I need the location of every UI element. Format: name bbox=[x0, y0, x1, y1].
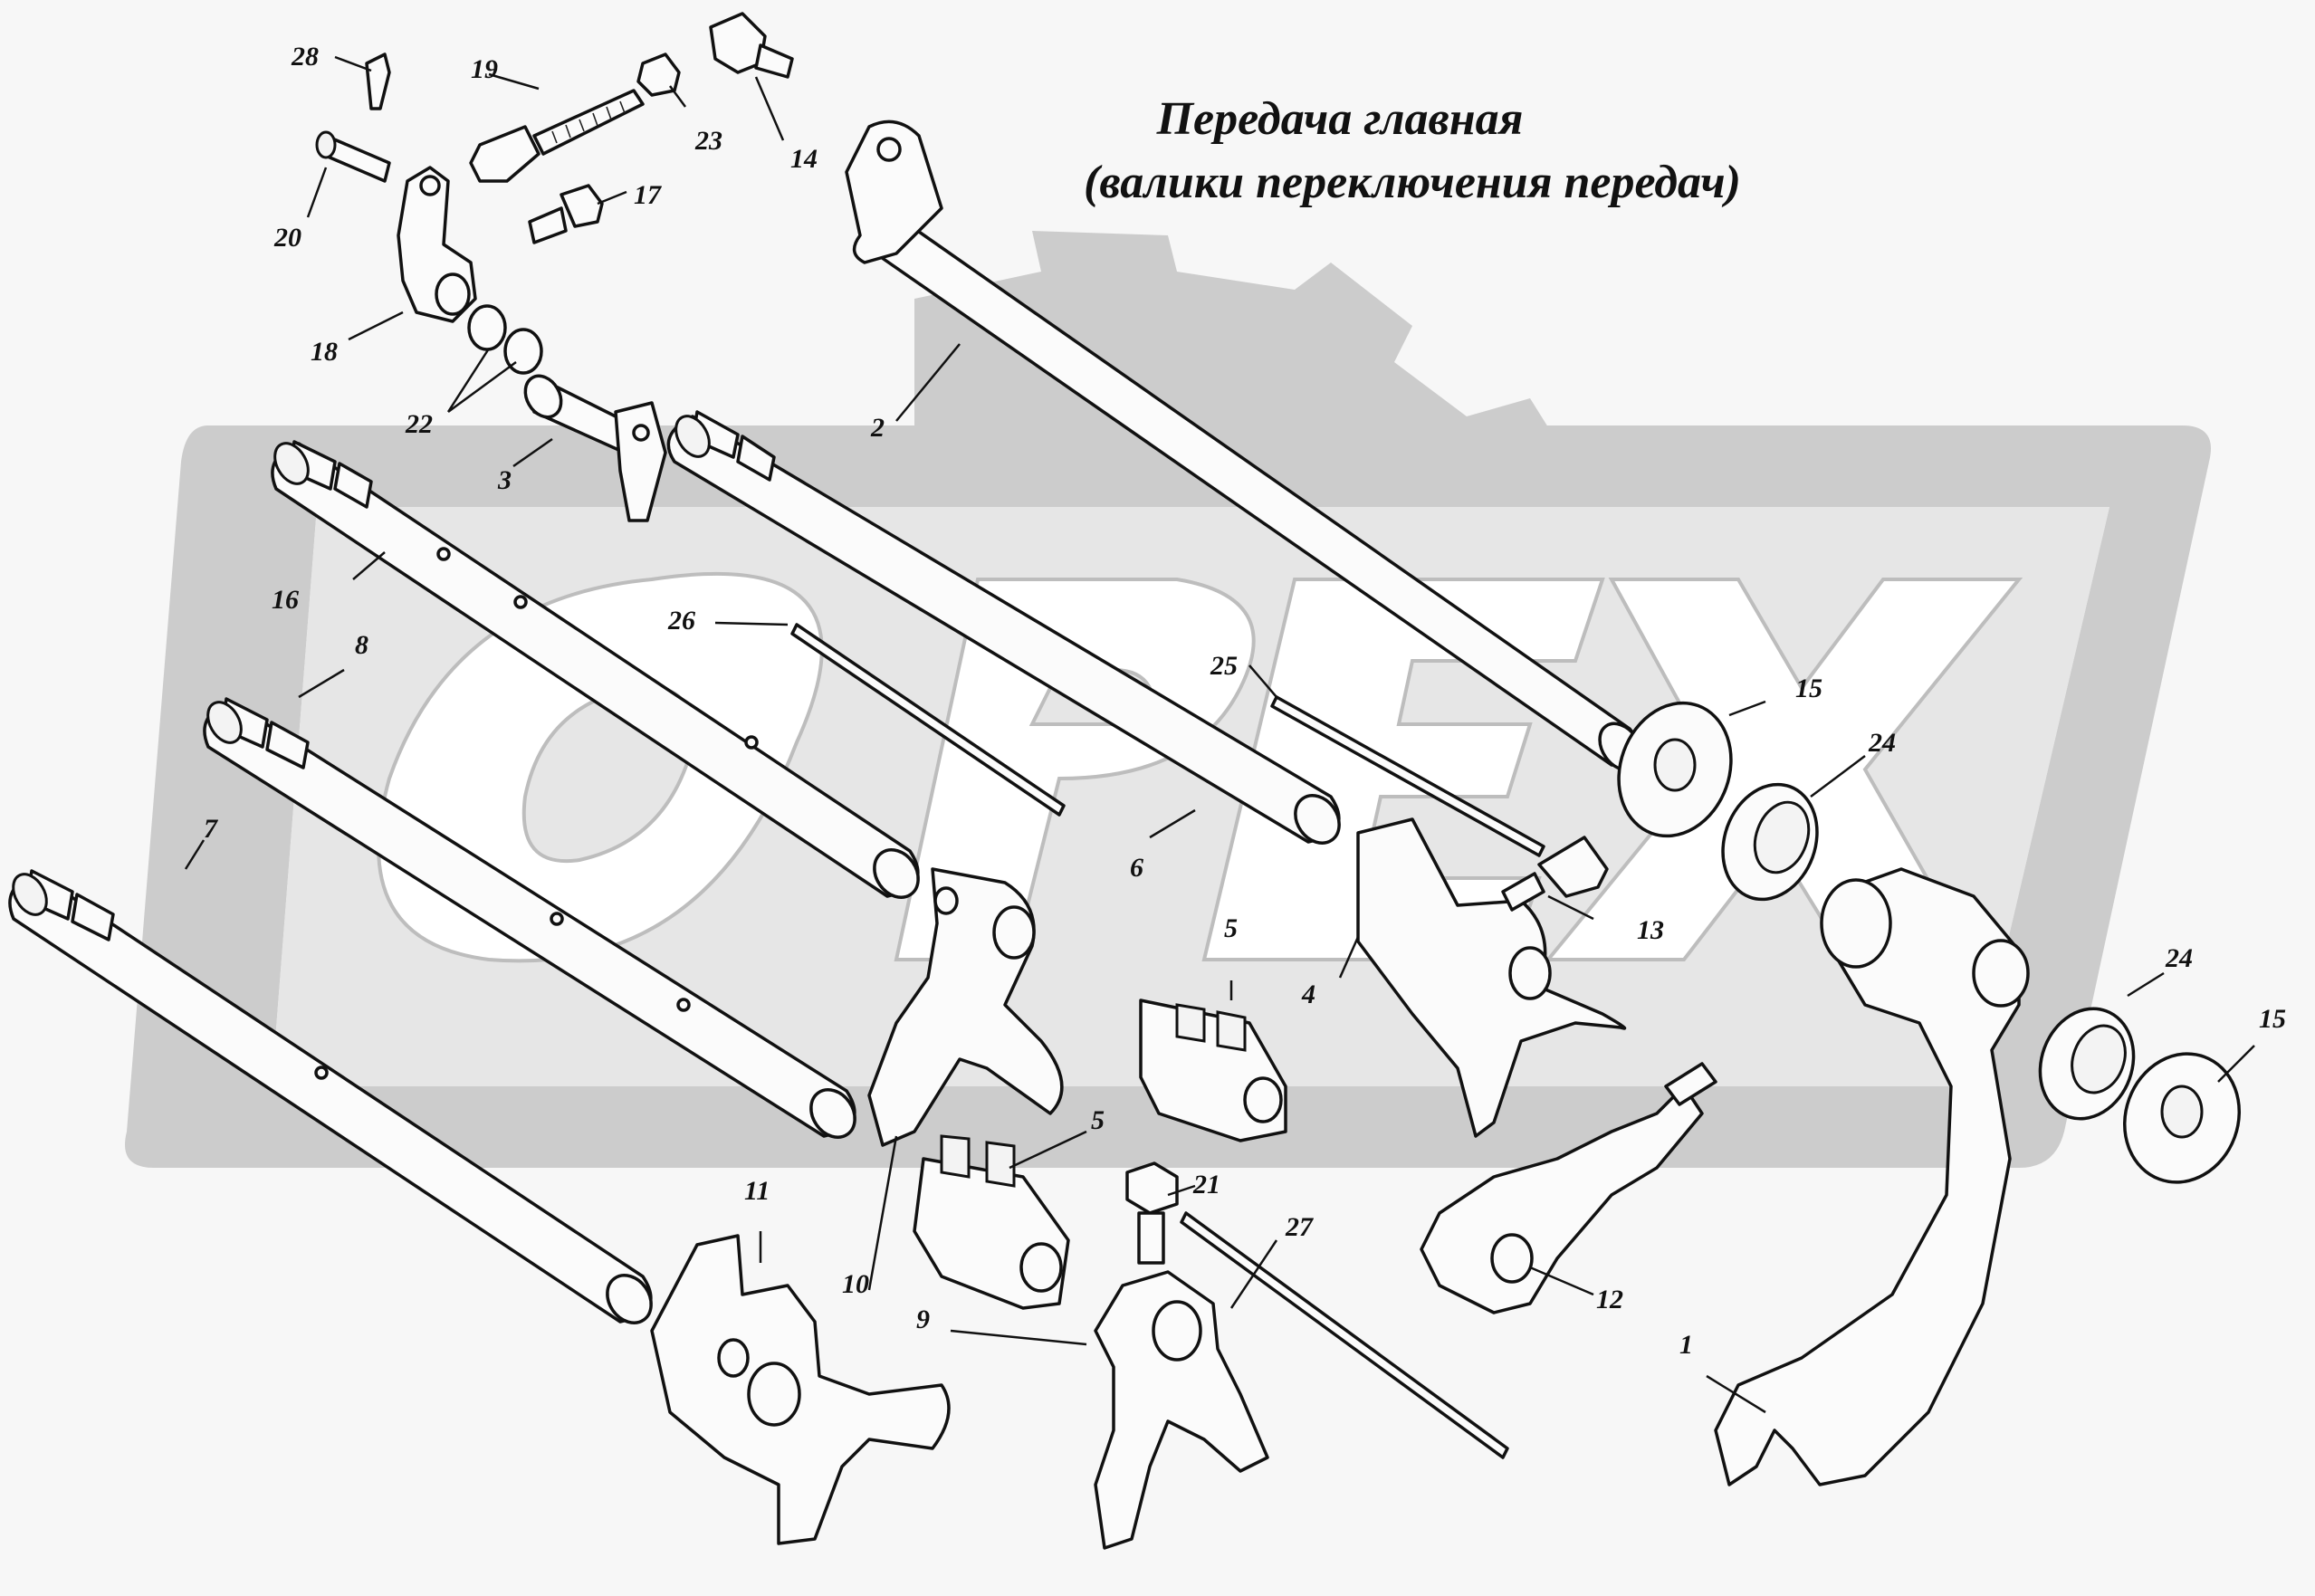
callout-20: 20 bbox=[273, 223, 301, 253]
part-5-bracket-upper bbox=[1139, 999, 1287, 1142]
part-18-lever bbox=[397, 166, 477, 323]
part-16-rod bbox=[271, 440, 920, 899]
callout-21: 21 bbox=[1192, 1170, 1220, 1199]
part-6-rod bbox=[666, 410, 1341, 845]
callout-10: 10 bbox=[842, 1269, 869, 1299]
part-24-bushing-upper bbox=[1721, 782, 1819, 902]
callout-28: 28 bbox=[291, 42, 319, 72]
part-20-pin bbox=[315, 130, 391, 183]
part-3-short-shaft bbox=[523, 374, 667, 522]
callout-11: 11 bbox=[744, 1176, 770, 1206]
leader-lines bbox=[184, 55, 2255, 1414]
callout-9: 9 bbox=[916, 1305, 930, 1334]
part-17-bolt bbox=[528, 184, 604, 244]
callout-5-upper: 5 bbox=[1224, 913, 1238, 943]
part-19-adjust-screw bbox=[469, 89, 645, 183]
callout-7: 7 bbox=[204, 814, 218, 844]
part-2-shift-shaft bbox=[845, 119, 1643, 772]
part-15-washer-lower bbox=[2122, 1052, 2242, 1184]
title-line-2: (валики переключения передач) bbox=[1084, 157, 1741, 208]
callout-22: 22 bbox=[405, 409, 433, 439]
part-25-pin bbox=[1270, 695, 1545, 857]
part-14-fitting bbox=[709, 12, 794, 79]
callout-16: 16 bbox=[272, 585, 299, 615]
callout-18: 18 bbox=[311, 337, 338, 367]
title-line-1: Передача главная bbox=[1156, 93, 1524, 145]
callout-1: 1 bbox=[1679, 1330, 1693, 1360]
part-24-bushing-lower bbox=[2038, 1007, 2136, 1121]
callout-25: 25 bbox=[1210, 651, 1238, 681]
callout-4: 4 bbox=[1301, 980, 1315, 1009]
part-11-fork bbox=[650, 1234, 951, 1545]
callout-5-lower: 5 bbox=[1091, 1105, 1105, 1135]
callout-26: 26 bbox=[667, 606, 695, 636]
callout-24-upper: 24 bbox=[1868, 728, 1896, 758]
part-7-rod bbox=[8, 869, 653, 1324]
part-15-washer-upper bbox=[1617, 701, 1733, 838]
part-26-pin bbox=[790, 623, 1066, 817]
part-21-bolt bbox=[1125, 1161, 1179, 1265]
part-9-fork bbox=[1094, 1270, 1269, 1550]
callout-19: 19 bbox=[471, 54, 498, 84]
callout-17: 17 bbox=[634, 180, 662, 210]
part-13-bolt bbox=[1501, 836, 1609, 912]
callout-23: 23 bbox=[694, 126, 722, 156]
callout-12: 12 bbox=[1596, 1285, 1623, 1314]
part-10-fork bbox=[867, 867, 1064, 1147]
part-8-rod bbox=[203, 697, 856, 1139]
part-1-lever bbox=[1714, 867, 2030, 1486]
part-4-fork bbox=[1356, 817, 1627, 1138]
callout-8: 8 bbox=[355, 630, 368, 660]
callout-2: 2 bbox=[870, 413, 885, 443]
callout-24-lower: 24 bbox=[2165, 943, 2193, 973]
part-12-lever-arm bbox=[1420, 1062, 1717, 1314]
callout-6: 6 bbox=[1130, 853, 1143, 883]
callout-13: 13 bbox=[1637, 915, 1664, 945]
callout-14: 14 bbox=[790, 144, 818, 174]
part-27-rod bbox=[1180, 1211, 1509, 1459]
part-5-bracket-lower bbox=[913, 1134, 1070, 1310]
part-22-washers bbox=[467, 304, 543, 375]
callout-15-upper: 15 bbox=[1795, 674, 1822, 703]
callout-3: 3 bbox=[497, 465, 512, 495]
callout-27: 27 bbox=[1285, 1212, 1314, 1242]
part-28-cotter-pin bbox=[365, 53, 391, 110]
callout-15-lower: 15 bbox=[2259, 1004, 2286, 1034]
callout-labels: 28 19 23 14 17 20 18 22 3 16 2 26 25 6 8… bbox=[204, 42, 2286, 1360]
